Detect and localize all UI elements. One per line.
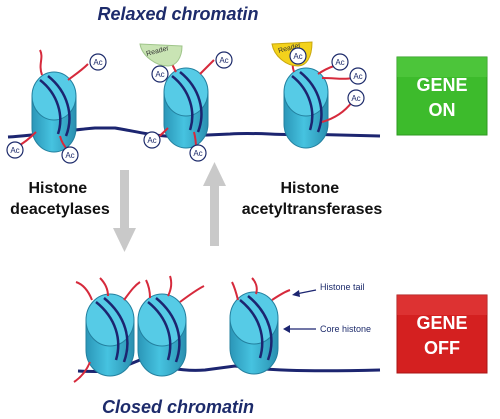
svg-text:Ac: Ac xyxy=(335,58,344,67)
reader-protein-1: Reader xyxy=(139,43,183,67)
nucleosome-3-top xyxy=(283,57,353,149)
histone-acetyltransferases-label: Histone acetyltransferases xyxy=(242,180,383,218)
relaxed-chromatin-title: Relaxed chromatin xyxy=(97,4,258,24)
core-histone-label: Core histone xyxy=(320,324,371,334)
nucleosome-2-bottom xyxy=(137,275,205,377)
svg-text:Ac: Ac xyxy=(10,146,19,155)
acetyl-group-1: Ac xyxy=(89,53,107,71)
acetyl-group-2: Ac xyxy=(6,141,24,159)
acetyl-group-11: Ac xyxy=(347,89,365,107)
closed-chromatin-title: Closed chromatin xyxy=(102,397,254,417)
nucleosome-3-bottom xyxy=(229,277,291,375)
acetyl-group-4: Ac xyxy=(151,65,169,83)
svg-text:Ac: Ac xyxy=(219,56,228,65)
svg-text:Ac: Ac xyxy=(147,136,156,145)
gene-on-box: GENE ON xyxy=(396,56,488,136)
gene-off-line1: GENE xyxy=(416,313,467,333)
nucleosome-1-bottom xyxy=(73,277,141,383)
gene-off-line2: OFF xyxy=(424,338,460,358)
histone-deacetylases-label: Histone deacetylases xyxy=(10,180,110,218)
svg-text:Ac: Ac xyxy=(65,151,74,160)
svg-text:Ac: Ac xyxy=(193,149,202,158)
gene-on-line1: GENE xyxy=(416,75,467,95)
gene-on-line2: ON xyxy=(429,100,456,120)
down-arrow xyxy=(113,170,136,252)
acetyl-group-10: Ac xyxy=(349,67,367,85)
histone-tail-pointer xyxy=(292,289,317,297)
acetyl-group-9: Ac xyxy=(331,53,349,71)
svg-text:Ac: Ac xyxy=(353,72,362,81)
acetyl-group-3: Ac xyxy=(61,146,79,164)
svg-text:Ac: Ac xyxy=(351,94,360,103)
svg-text:Ac: Ac xyxy=(293,52,302,61)
core-histone-pointer xyxy=(283,325,316,333)
svg-text:Ac: Ac xyxy=(155,70,164,79)
nucleosome-2-top xyxy=(153,55,215,149)
svg-text:Ac: Ac xyxy=(93,58,102,67)
up-arrow xyxy=(203,162,226,246)
acetyl-group-5: Ac xyxy=(215,51,233,69)
acetyl-group-7: Ac xyxy=(189,144,207,162)
gene-off-box: GENE OFF xyxy=(396,294,488,374)
acetyl-group-6: Ac xyxy=(143,131,161,149)
histone-tail-label: Histone tail xyxy=(320,282,365,292)
acetyl-group-8: Ac xyxy=(289,47,307,65)
